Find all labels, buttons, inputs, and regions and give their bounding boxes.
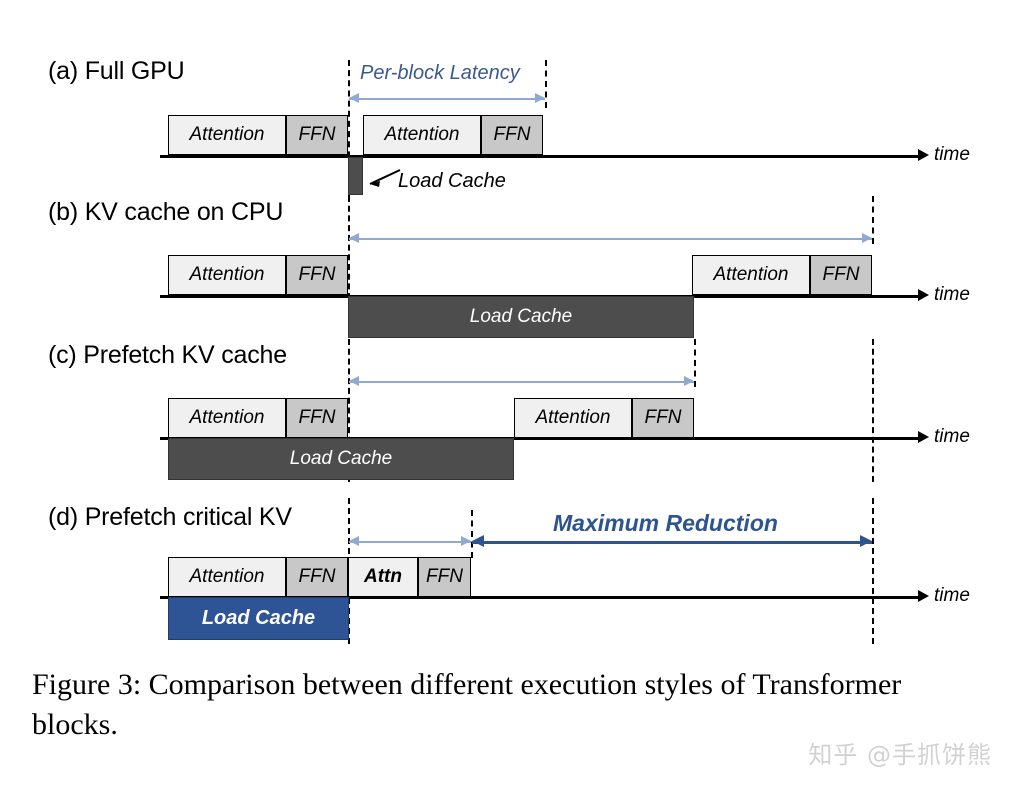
- row-b-attention-block-1: Attention: [168, 255, 286, 295]
- row-label-d: (d) Prefetch critical KV: [48, 503, 292, 531]
- figure-caption: Figure 3: Comparison between different e…: [32, 668, 902, 741]
- row-d-ffn-block-1: FFN: [286, 557, 348, 597]
- arrow-head-left-icon: [349, 93, 359, 103]
- arrow-head-right-icon: [461, 536, 471, 546]
- time-axis-label-a: time: [934, 144, 970, 165]
- dashed-guide-d-middle: [471, 510, 473, 558]
- time-axis-label-d: time: [934, 585, 970, 606]
- arrow-head-left-icon: [472, 535, 484, 547]
- row-label-b: (b) KV cache on CPU: [48, 198, 284, 226]
- dashed-guide-c-far: [872, 339, 874, 482]
- time-axis-arrow-a-icon: [918, 149, 929, 161]
- time-axis-a: [160, 155, 918, 158]
- dashed-guide-b-left: [348, 196, 350, 338]
- row-d-attention-block-1: Attention: [168, 557, 286, 597]
- annotation-per-block-latency: Per-block Latency: [360, 62, 520, 84]
- row-b-ffn-block-1: FFN: [286, 255, 348, 295]
- dashed-guide-b-right: [872, 196, 874, 244]
- arrow-head-right-icon: [862, 233, 872, 243]
- row-c-ffn-block-2: FFN: [632, 398, 694, 438]
- row-a-load-cache-bar: [348, 157, 363, 195]
- row-c-attention-block-2: Attention: [514, 398, 632, 438]
- row-a-ffn-block-1: FFN: [286, 115, 348, 155]
- time-axis-label-c: time: [934, 426, 970, 447]
- row-d-ffn-block-2: FFN: [418, 557, 471, 597]
- watermark: 知乎 @手抓饼熊: [808, 741, 992, 769]
- time-axis-arrow-c-icon: [918, 431, 929, 443]
- arrow-head-left-icon: [349, 376, 359, 386]
- arrow-head-left-icon: [349, 536, 359, 546]
- row-d-load-cache-bar: Load Cache: [168, 597, 349, 640]
- row-d-attention-block-2: Attn: [348, 557, 418, 597]
- load-cache-leader-line: [369, 169, 401, 187]
- dashed-guide-a-right: [545, 60, 547, 108]
- row-a-ffn-block-2: FFN: [481, 115, 543, 155]
- time-axis-arrow-b-icon: [918, 289, 929, 301]
- row-b-load-cache-bar: Load Cache: [348, 296, 694, 338]
- dashed-guide-c-right: [694, 339, 696, 387]
- time-axis-c: [160, 437, 918, 440]
- time-axis-arrow-d-icon: [918, 590, 929, 602]
- row-b-ffn-block-2: FFN: [810, 255, 872, 295]
- dashed-guide-a-left: [348, 60, 350, 198]
- row-c-ffn-block-1: FFN: [286, 398, 348, 438]
- arrow-head-right-icon: [535, 93, 545, 103]
- row-label-c: (c) Prefetch KV cache: [48, 341, 287, 369]
- row-c-attention-block-1: Attention: [168, 398, 286, 438]
- row-a-attention-block-1: Attention: [168, 115, 286, 155]
- arrow-head-left-icon: [349, 233, 359, 243]
- dashed-guide-c-left: [348, 339, 350, 482]
- annotation-maximum-reduction: Maximum Reduction: [553, 510, 778, 536]
- time-axis-label-b: time: [934, 284, 970, 305]
- row-a-attention-block-2: Attention: [363, 115, 481, 155]
- row-label-a: (a) Full GPU: [48, 57, 185, 85]
- row-c-load-cache-bar: Load Cache: [168, 438, 514, 480]
- arrow-head-right-icon: [860, 535, 872, 547]
- row-b-attention-block-2: Attention: [692, 255, 810, 295]
- row-a-load-cache-callout: Load Cache: [398, 170, 506, 192]
- time-axis-d: [160, 596, 918, 599]
- dashed-guide-d-right: [872, 498, 874, 644]
- arrow-head-right-icon: [684, 376, 694, 386]
